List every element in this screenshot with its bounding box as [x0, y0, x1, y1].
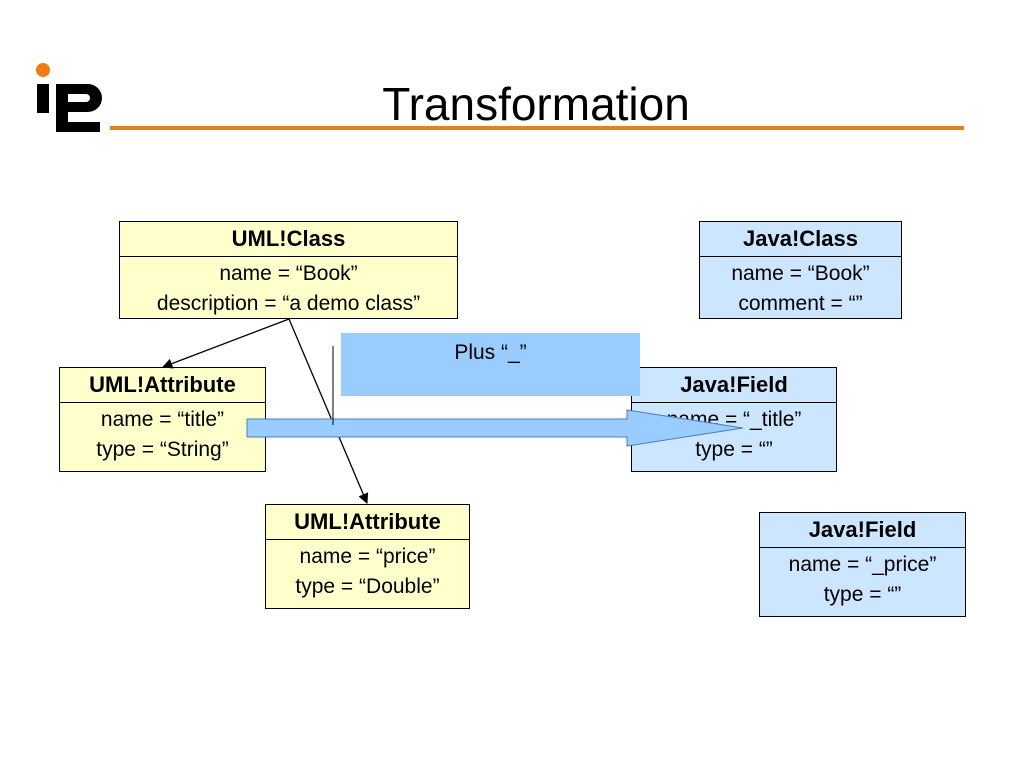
transformation-note[interactable]: Plus “_” — [341, 333, 640, 396]
java-field-title-type: type = “” — [695, 438, 773, 461]
uml-class-node[interactable]: UML!Class name = “Book” description = “a… — [119, 221, 458, 319]
uml-attribute-title-body: name = “title” type = “String” — [60, 403, 265, 465]
uml-class-name: name = “Book” — [219, 262, 358, 285]
uml-attribute-title-type: type = “String” — [96, 438, 229, 461]
ilp2-logo — [36, 63, 102, 132]
uml-attribute-title-header: UML!Attribute — [60, 368, 265, 403]
uml-class-header: UML!Class — [120, 222, 457, 257]
transformation-arrow — [246, 409, 744, 447]
edge-class-to-attribute-title — [162, 318, 290, 369]
uml-attribute-price-node[interactable]: UML!Attribute name = “price” type = “Dou… — [265, 504, 470, 609]
uml-attribute-price-name: name = “price” — [299, 545, 436, 568]
java-field-price-header: Java!Field — [760, 513, 965, 548]
transformation-note-text: Plus “_” — [454, 341, 527, 364]
uml-attribute-price-body: name = “price” type = “Double” — [266, 540, 469, 602]
slide-title: Transformation — [382, 78, 690, 130]
uml-class-body: name = “Book” description = “a demo clas… — [120, 257, 457, 319]
logo-letter-p — [68, 84, 102, 112]
java-class-comment: comment = “” — [738, 292, 863, 315]
uml-attribute-title-node[interactable]: UML!Attribute name = “title” type = “Str… — [59, 367, 266, 472]
java-field-price-node[interactable]: Java!Field name = “_price” type = “” — [759, 512, 966, 617]
java-field-title-header: Java!Field — [632, 368, 836, 403]
java-class-name: name = “Book” — [731, 262, 870, 285]
java-field-price-type: type = “” — [823, 583, 902, 606]
uml-attribute-price-type: type = “Double” — [295, 575, 440, 598]
title-underline — [110, 126, 964, 130]
logo-letter-l — [56, 84, 68, 132]
uml-class-description: description = “a demo class” — [156, 292, 421, 315]
java-class-body: name = “Book” comment = “” — [700, 257, 901, 319]
logo-dot — [36, 63, 50, 77]
java-class-node[interactable]: Java!Class name = “Book” comment = “” — [699, 221, 902, 319]
java-class-header: Java!Class — [700, 222, 901, 257]
logo-letter-l-foot — [56, 122, 100, 132]
uml-attribute-price-header: UML!Attribute — [266, 505, 469, 540]
java-field-title-node[interactable]: Java!Field name = “_title” type = “” — [631, 367, 837, 472]
logo-letter-i — [37, 84, 49, 113]
java-field-price-name: name = “_price” — [788, 553, 937, 576]
java-field-price-body: name = “_price” type = “” — [760, 548, 965, 610]
uml-attribute-title-name: name = “title” — [100, 408, 225, 431]
